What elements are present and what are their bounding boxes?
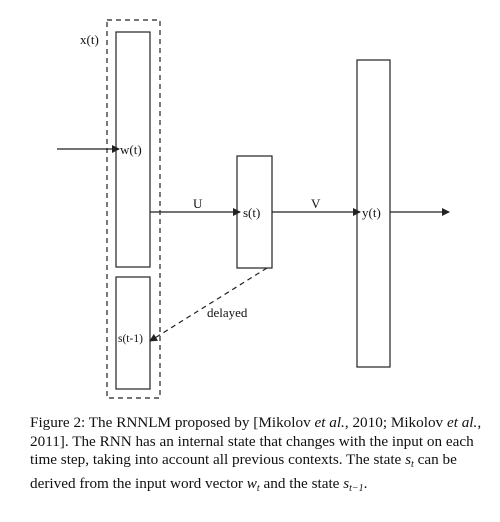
caption-etal-1: et al. [314, 414, 345, 431]
input-layer-box [115, 31, 151, 268]
caption-sub-t-minus-1: t−1 [349, 482, 364, 494]
caption-var-w: w [246, 474, 257, 492]
u-label: U [193, 196, 203, 211]
caption-sub-wt: t [256, 482, 260, 494]
v-label: V [311, 196, 321, 211]
rnnlm-diagram: x(t) w(t) s(t-1) U s(t) V y(t) delayed [57, 19, 450, 399]
caption-part-3: , 2011]. The RNN has an internal state t… [30, 414, 482, 468]
caption-part-1: Figure 2: The RNNLM proposed by [Mikolov [30, 414, 315, 431]
caption-part-4: can be derived from the input word vecto… [30, 451, 457, 492]
caption-sub-t: t [411, 459, 414, 470]
caption-etal-2: et al. [446, 414, 478, 431]
x-label: x(t) [80, 32, 99, 47]
caption-part-5: and the state [259, 474, 344, 492]
context-layer-box [115, 276, 151, 390]
caption-var-s-prev: s [343, 474, 350, 492]
figure-caption: Figure 2: The RNNLM proposed by [Mikolov… [30, 414, 492, 498]
delayed-label: delayed [207, 305, 248, 320]
w-label: w(t) [120, 142, 142, 157]
caption-var-s: s [405, 451, 412, 468]
delayed-arrow [149, 267, 268, 342]
s-prev-label: s(t-1) [118, 333, 143, 345]
output-layer-box [356, 59, 391, 368]
caption-part-2: , 2010; Mikolov [344, 414, 447, 431]
hidden-layer-box [236, 155, 273, 269]
caption-part-6: . [363, 474, 368, 492]
y-label: y(t) [362, 205, 381, 220]
s-label: s(t) [243, 205, 260, 220]
